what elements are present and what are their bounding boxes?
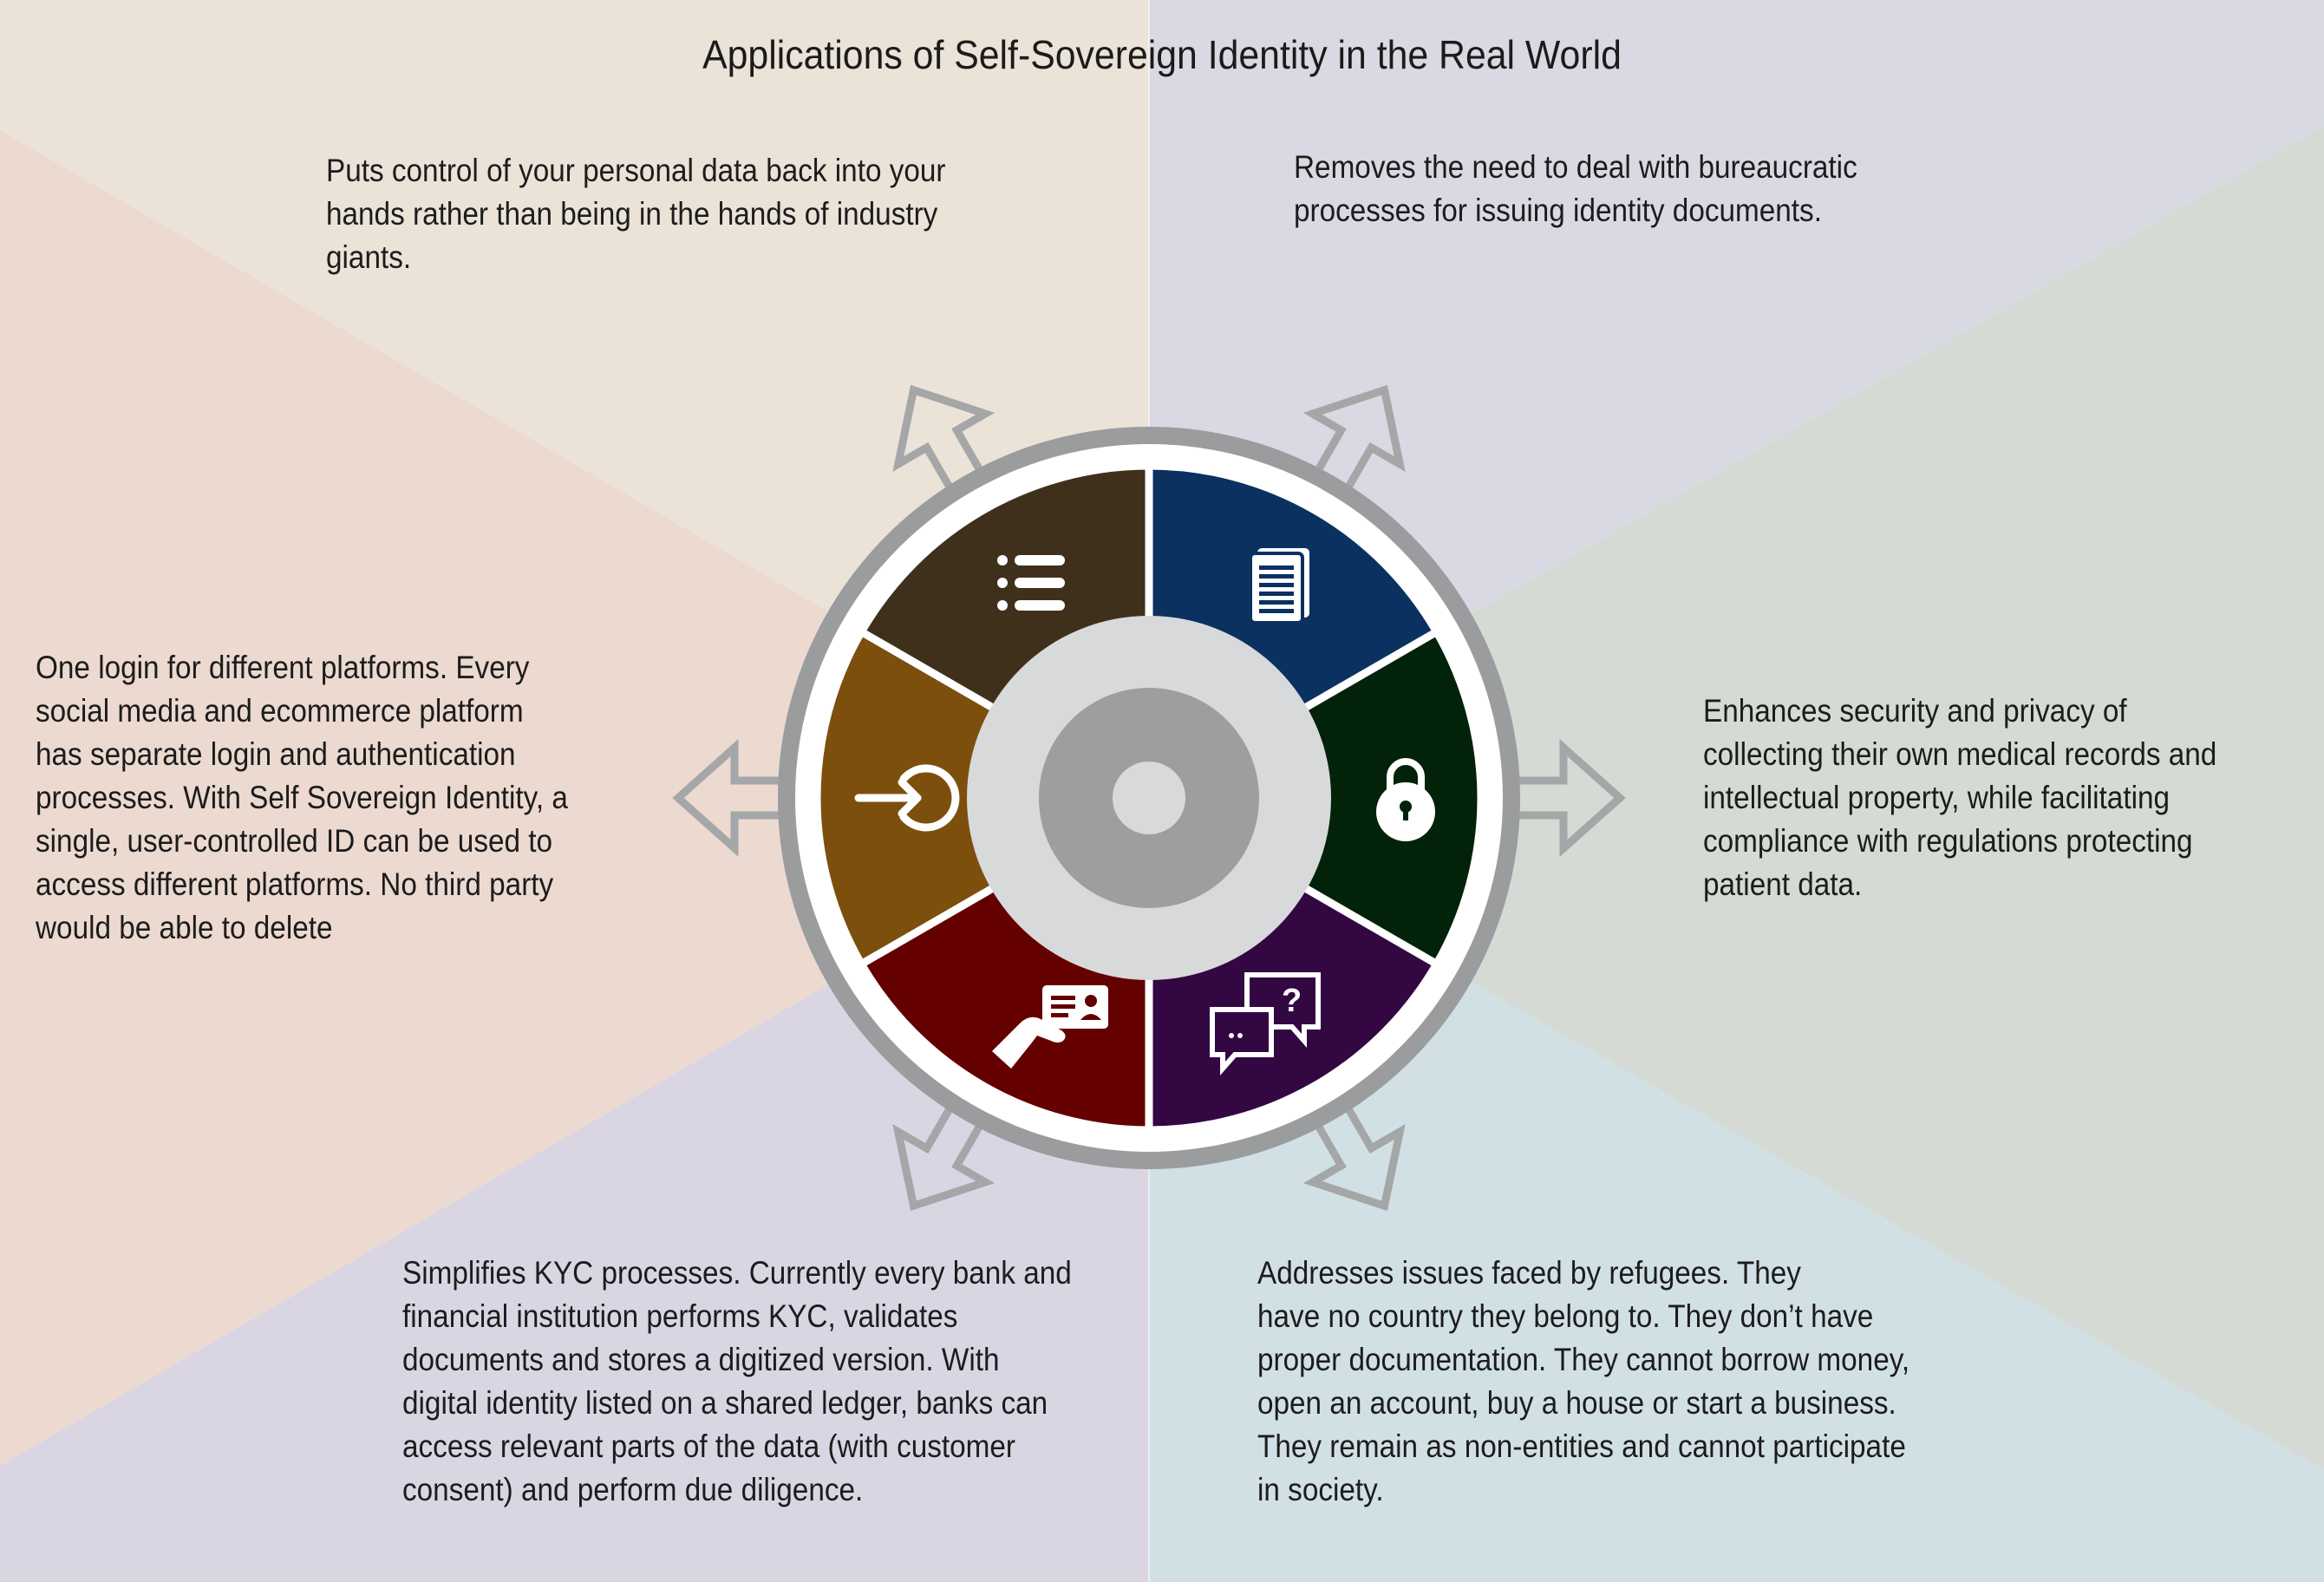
list-icon — [997, 555, 1065, 611]
description-single-login: One login for different platforms. Every… — [36, 650, 568, 945]
chat-question-icon: ? — [1210, 972, 1321, 1075]
login-arrow-icon — [854, 764, 960, 832]
outward-arrow-5 — [892, 1086, 996, 1212]
svg-text:?: ? — [1282, 983, 1302, 1019]
lock-icon — [1376, 758, 1435, 841]
document-icon — [1249, 548, 1309, 624]
background-wedge-right — [1149, 126, 2324, 1470]
background-wedge-left — [0, 130, 1149, 1466]
outward-arrow-6 — [672, 738, 804, 858]
arrow-group — [672, 384, 1626, 1212]
description-data-control: Puts control of your personal data back … — [326, 153, 946, 275]
page-title: Applications of Self-Sovereign Identity … — [702, 32, 1622, 77]
outward-arrow-4 — [1302, 1086, 1406, 1212]
outward-arrow-2 — [1302, 384, 1406, 510]
outward-arrow-1 — [892, 384, 996, 510]
outward-arrow-3 — [1494, 738, 1626, 858]
description-kyc: Simplifies KYC processes. Currently ever… — [402, 1255, 1072, 1507]
description-security-privacy: Enhances security and privacy of collect… — [1703, 693, 2217, 902]
hub-center-dot — [1113, 762, 1185, 834]
description-identity-documents: Removes the need to deal with bureaucrat… — [1294, 149, 1857, 228]
id-card-hand-icon — [992, 985, 1108, 1069]
description-refugees: Addresses issues faced by refugees. They… — [1257, 1255, 1910, 1507]
